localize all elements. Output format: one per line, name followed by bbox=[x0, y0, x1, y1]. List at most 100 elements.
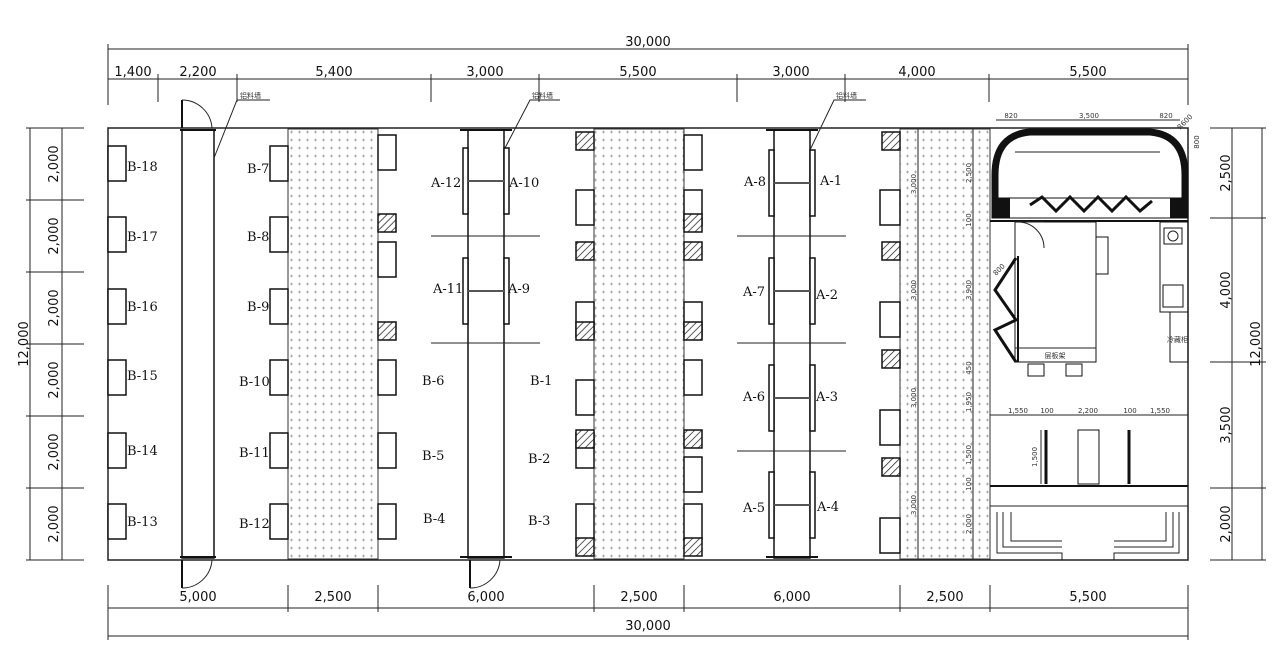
shelf-label: A-1 bbox=[819, 174, 842, 189]
shelf-label: B-7 bbox=[247, 162, 269, 177]
column bbox=[683, 241, 703, 261]
column bbox=[575, 241, 595, 261]
room-dim: 100 bbox=[1123, 407, 1136, 415]
shelf-label: A-7 bbox=[742, 285, 765, 300]
shelf-label: A-4 bbox=[816, 500, 839, 515]
top-dim-1: 1,400 bbox=[114, 65, 151, 80]
column bbox=[683, 321, 703, 341]
rack-panel bbox=[809, 471, 816, 539]
aisle-dim: 3,000 bbox=[910, 495, 918, 515]
left-dimensions: 12,000 2,000 2,000 2,000 2,000 2,000 2,0… bbox=[17, 127, 84, 561]
shelf bbox=[269, 288, 289, 325]
top-dim-5: 5,500 bbox=[619, 65, 656, 80]
aisle-dim: 1,950 bbox=[965, 392, 973, 412]
aisle-dim: 3,000 bbox=[910, 174, 918, 194]
aisle-dim: 3,000 bbox=[910, 280, 918, 300]
shelf-rack-label: 层板架 bbox=[1045, 351, 1066, 360]
shelf bbox=[683, 134, 703, 171]
shelf-label: B-18 bbox=[127, 160, 158, 175]
shelf bbox=[377, 503, 397, 540]
right-room: 820 3,500 820 R600 800 800 层板架 冷藏柜 1,550… bbox=[990, 112, 1201, 560]
shelf-label: A-3 bbox=[815, 390, 838, 405]
aisle-dim: 2,500 bbox=[965, 163, 973, 183]
shelf-label: B-10 bbox=[239, 375, 270, 390]
top-dim-6: 3,000 bbox=[772, 65, 809, 80]
wall-label: 铝料墙 bbox=[532, 91, 553, 100]
column bbox=[683, 213, 703, 233]
room-dim: 820 bbox=[1159, 112, 1172, 120]
bottom-dim-3: 6,000 bbox=[467, 590, 504, 605]
shelf bbox=[107, 503, 127, 540]
shelf-label: B-15 bbox=[127, 369, 158, 384]
bottom-dim-6: 2,500 bbox=[926, 590, 963, 605]
shelf-label: B-5 bbox=[422, 449, 444, 464]
shelf-label: A-10 bbox=[508, 176, 539, 191]
bottom-dim-1: 5,000 bbox=[179, 590, 216, 605]
room-dim: 100 bbox=[1040, 407, 1053, 415]
top-dim-7: 4,000 bbox=[898, 65, 935, 80]
shelf bbox=[879, 409, 901, 446]
shelf bbox=[107, 145, 127, 182]
rack-panel bbox=[809, 257, 816, 325]
column bbox=[881, 457, 901, 477]
shelf bbox=[269, 432, 289, 469]
shelf bbox=[107, 359, 127, 396]
left-dim: 2,000 bbox=[47, 361, 62, 398]
aisle-2 bbox=[593, 128, 685, 560]
bottom-dim-7: 5,500 bbox=[1069, 590, 1106, 605]
right-total-dim: 12,000 bbox=[1249, 321, 1264, 367]
room-dim: 3,500 bbox=[1079, 112, 1099, 120]
shelf-label: B-13 bbox=[127, 515, 158, 530]
room-dim: 1,550 bbox=[1008, 407, 1028, 415]
shelf bbox=[377, 241, 397, 278]
shelf bbox=[575, 379, 595, 416]
bottom-dim-4: 2,500 bbox=[620, 590, 657, 605]
shelf-labels: B-18 B-17 B-16 B-15 B-14 B-13 B-7 B-8 B-… bbox=[127, 160, 842, 532]
top-dim-3: 5,400 bbox=[315, 65, 352, 80]
column bbox=[575, 429, 595, 449]
shelf bbox=[107, 288, 127, 325]
shelf bbox=[575, 189, 595, 226]
shelf-label: B-17 bbox=[127, 230, 158, 245]
bottom-total-dim: 30,000 bbox=[625, 619, 671, 634]
aisle-3 bbox=[899, 128, 991, 560]
rack-panel bbox=[768, 149, 775, 217]
shelf bbox=[269, 145, 289, 182]
shelf bbox=[683, 456, 703, 493]
shelf-label: B-16 bbox=[127, 300, 158, 315]
top-total-dim: 30,000 bbox=[625, 35, 671, 50]
rack-panel bbox=[462, 147, 469, 215]
shelf-label: A-12 bbox=[430, 176, 461, 191]
rack-dividers bbox=[431, 235, 846, 452]
left-dim: 2,000 bbox=[47, 145, 62, 182]
left-dim: 2,000 bbox=[47, 505, 62, 542]
aisle-dim: 3,000 bbox=[910, 388, 918, 408]
shelf bbox=[269, 359, 289, 396]
rack-panel bbox=[462, 257, 469, 325]
rack-panel bbox=[768, 471, 775, 539]
aluminum-walls bbox=[180, 129, 818, 559]
top-dimensions: 30,000 1,400 2,200 5,400 3,000 5,500 3,0… bbox=[107, 35, 1189, 105]
fridge-label: 冷藏柜 bbox=[1167, 335, 1188, 344]
shelf bbox=[879, 189, 901, 226]
shelf bbox=[377, 359, 397, 396]
bottom-dim-5: 6,000 bbox=[773, 590, 810, 605]
aisle-dim: 1,500 bbox=[965, 445, 973, 465]
shelf bbox=[377, 134, 397, 171]
shelf-label: A-5 bbox=[742, 501, 765, 516]
room-dim: 800 bbox=[1193, 135, 1201, 148]
rack-panel bbox=[768, 364, 775, 432]
rack-panel bbox=[809, 364, 816, 432]
shelf bbox=[879, 301, 901, 338]
shelf-label: A-6 bbox=[742, 390, 765, 405]
room-dim: 2,200 bbox=[1078, 407, 1098, 415]
doors bbox=[181, 99, 501, 589]
shelf-label: B-14 bbox=[127, 444, 158, 459]
shelf-label: B-1 bbox=[530, 374, 552, 389]
room-dim: 1,500 bbox=[1031, 447, 1039, 467]
shelf bbox=[269, 503, 289, 540]
left-dim: 2,000 bbox=[47, 433, 62, 470]
aisle-dimensions: 3,000 3,000 3,000 3,000 2,500 100 3,900 … bbox=[910, 163, 973, 534]
left-dim: 2,000 bbox=[47, 217, 62, 254]
